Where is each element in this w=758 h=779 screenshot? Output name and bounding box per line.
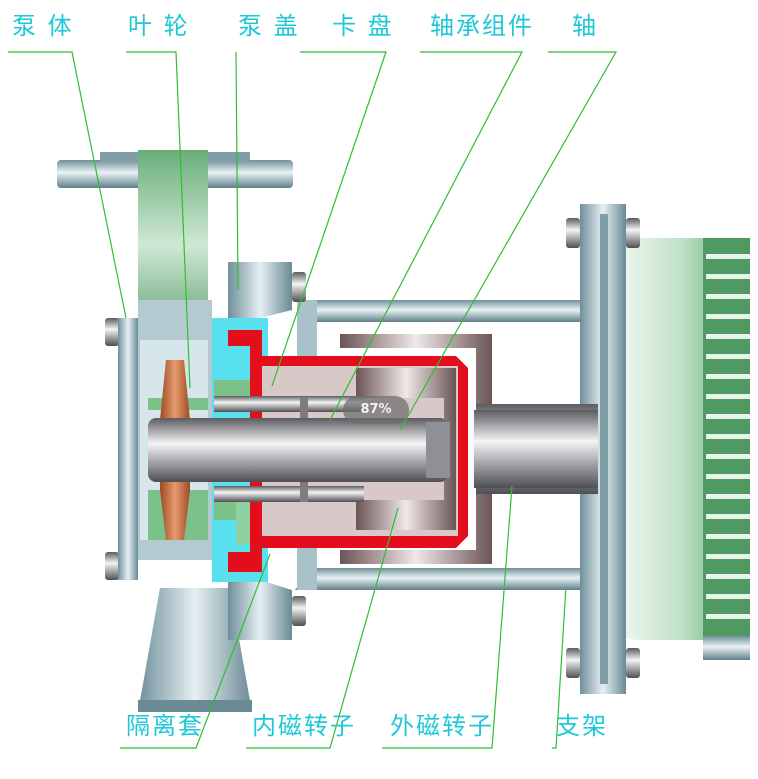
label-inner-magnetic-rotor: 内磁转子 [252,712,356,740]
label-isolation-sleeve: 隔离套 [126,712,204,740]
leader-lines [8,51,618,749]
label-pump-cover: 泵 盖 [238,12,300,40]
inner-magnetic-rotor [356,368,456,530]
zoom-badge[interactable]: 87% [343,396,409,424]
motor [600,238,750,660]
label-impeller: 叶 轮 [128,12,190,40]
bolts [105,218,640,678]
label-outer-magnetic-rotor: 外磁转子 [390,712,494,740]
pump-foot [138,588,252,712]
label-bracket: 支架 [556,712,608,740]
label-clamp-disk: 卡 盘 [332,12,394,40]
label-bearing-assembly: 轴承组件 [430,12,534,40]
shaft [148,410,598,488]
label-shaft: 轴 [572,12,598,40]
label-pump-body: 泵 体 [12,12,74,40]
